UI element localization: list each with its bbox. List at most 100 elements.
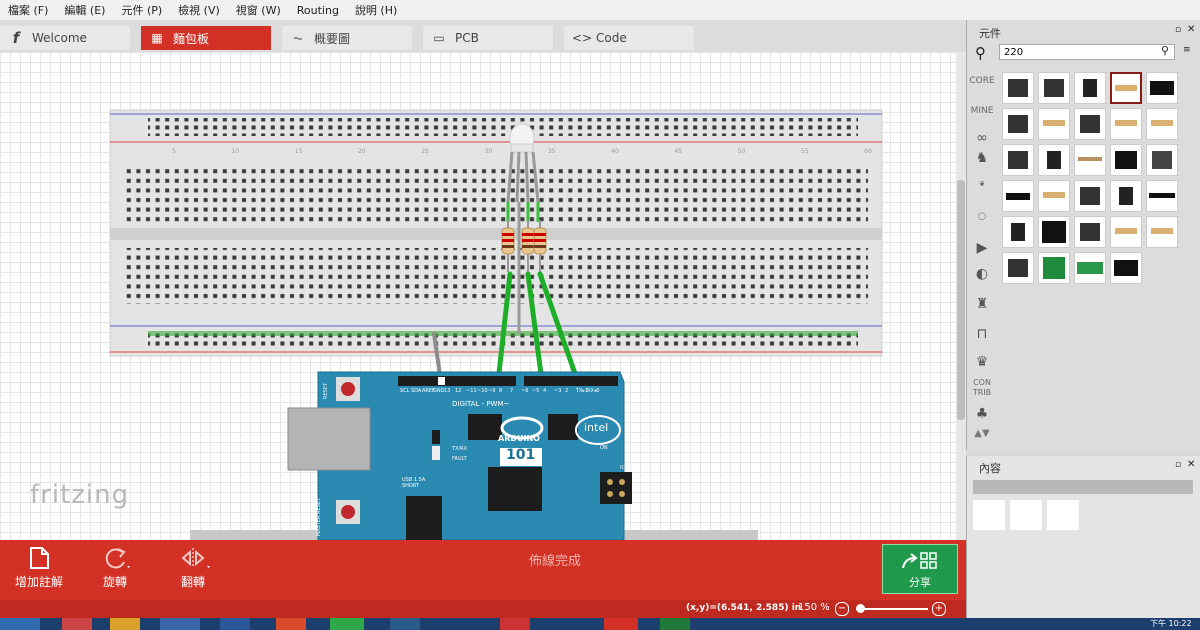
- inspector-close-icon[interactable]: ✕: [1187, 459, 1196, 470]
- part-transistor[interactable]: [1038, 144, 1070, 176]
- part-resistor[interactable]: [1110, 216, 1142, 248]
- add-note-button[interactable]: 增加註解: [4, 540, 74, 600]
- taskbar-fritzing[interactable]: [604, 618, 638, 630]
- part-ic-chip[interactable]: [1002, 180, 1034, 212]
- bin-mine[interactable]: MINE: [970, 106, 994, 116]
- bin-snoot-icon[interactable]: ◐: [975, 266, 989, 282]
- menu-bar: 檔案 (F) 編輯 (E) 元件 (P) 檢視 (V) 視窗 (W) Routi…: [0, 0, 1200, 21]
- part-voltage-regulator[interactable]: [1002, 72, 1034, 104]
- rgb-led[interactable]: [506, 123, 540, 222]
- bin-temp-icon[interactable]: ♣: [975, 406, 989, 422]
- tab-schematic[interactable]: ⏦ 概要圖: [282, 26, 412, 50]
- breadboard-canvas[interactable]: ARDUINO 101 intel DIGITAL - PWM~ RESET I…: [0, 52, 966, 540]
- taskbar-app[interactable]: [220, 618, 250, 630]
- resistor-1[interactable]: [501, 220, 515, 272]
- pin-label: ~3: [554, 388, 562, 394]
- part-resistor[interactable]: [1110, 108, 1142, 140]
- part-header[interactable]: [1146, 180, 1178, 212]
- search-options-icon[interactable]: ≡: [1183, 45, 1191, 55]
- share-button[interactable]: 分享: [882, 544, 958, 594]
- part-green-module[interactable]: [1038, 252, 1070, 284]
- part-transistor[interactable]: [1002, 216, 1034, 248]
- parts-search-input[interactable]: [999, 44, 1175, 60]
- menu-window[interactable]: 視窗 (W): [235, 4, 281, 17]
- part-transistor[interactable]: [1074, 72, 1106, 104]
- search-submit-icon[interactable]: ⚲: [1161, 44, 1170, 57]
- menu-part[interactable]: 元件 (P): [121, 4, 163, 17]
- tab-pcb[interactable]: ▭ PCB: [423, 26, 553, 50]
- taskbar-app[interactable]: [500, 618, 530, 630]
- panel-float-icon[interactable]: ▫: [1175, 25, 1182, 35]
- bin-fab-icon[interactable]: ♛: [975, 354, 989, 370]
- breadboard[interactable]: [109, 109, 883, 357]
- bin-sparkfun-icon[interactable]: ♞: [975, 150, 989, 166]
- bin-pa-icon[interactable]: ⊓: [976, 326, 988, 342]
- part-module[interactable]: [1110, 144, 1142, 176]
- part-dev-board[interactable]: [1110, 252, 1142, 284]
- menu-view[interactable]: 檢視 (V): [178, 4, 220, 17]
- bin-contrib[interactable]: CON TRIB: [972, 378, 992, 397]
- taskbar-app[interactable]: [110, 618, 140, 630]
- taskbar-app[interactable]: [330, 618, 364, 630]
- bin-intel-icon[interactable]: ◯: [978, 212, 986, 220]
- tab-breadboard[interactable]: ▦ 麵包板: [141, 26, 271, 50]
- part-module[interactable]: [1146, 72, 1178, 104]
- zoom-out-icon[interactable]: −: [835, 602, 849, 616]
- pin-labels: SCL SDA AREF GND 13 12 ~11 ~10 ~9 8 7 ~6…: [400, 388, 620, 400]
- part-terminal-block[interactable]: [1074, 252, 1106, 284]
- bin-scroll-arrows-icon[interactable]: ▲▼: [974, 428, 990, 439]
- part-resistor[interactable]: [1146, 108, 1178, 140]
- bin-seeed-icon[interactable]: ❦: [979, 180, 985, 188]
- taskbar-app[interactable]: [660, 618, 690, 630]
- resistor-3[interactable]: [533, 220, 547, 272]
- zoom-slider-track[interactable]: [856, 608, 928, 610]
- part-voltage-regulator[interactable]: [1146, 144, 1178, 176]
- menu-file[interactable]: 檔案 (F): [8, 4, 49, 17]
- breadboard-column-numbers-top: 5 10 15 20 25 30 35 40 45 50 55 60: [172, 148, 872, 158]
- bin-play-icon[interactable]: ▶: [976, 240, 988, 256]
- part-resistor[interactable]: [1038, 108, 1070, 140]
- part-transistor[interactable]: [1110, 180, 1142, 212]
- taskbar-app[interactable]: [160, 618, 200, 630]
- bottom-toolbar: 增加註解 旋轉 翻轉: [0, 540, 966, 600]
- bin-core[interactable]: CORE: [969, 76, 995, 86]
- taskbar-app[interactable]: [62, 618, 92, 630]
- icsp-label: ICSP: [620, 465, 632, 471]
- bin-arduino-icon[interactable]: ∞: [976, 130, 988, 146]
- search-icon[interactable]: ⚲: [975, 44, 986, 62]
- part-voltage-regulator[interactable]: [1002, 252, 1034, 284]
- part-voltage-regulator[interactable]: [1074, 108, 1106, 140]
- menu-routing[interactable]: Routing: [296, 3, 339, 17]
- start-button[interactable]: [0, 618, 40, 630]
- taskbar-app[interactable]: [390, 618, 420, 630]
- wire-pin6[interactable]: [525, 271, 545, 385]
- zoom-slider-handle[interactable]: [856, 604, 865, 613]
- zoom-in-icon[interactable]: +: [932, 602, 946, 616]
- wire-pin3[interactable]: [537, 271, 581, 385]
- part-voltage-regulator[interactable]: [1002, 108, 1034, 140]
- menu-help[interactable]: 說明 (H): [354, 4, 398, 17]
- wire-pin9[interactable]: [495, 271, 513, 385]
- part-atmega-chip[interactable]: [1038, 216, 1070, 248]
- part-voltage-regulator[interactable]: [1074, 216, 1106, 248]
- canvas-scroll-thumb[interactable]: [957, 180, 965, 420]
- arduino-101-board[interactable]: [190, 371, 758, 540]
- panel-close-icon[interactable]: ✕: [1187, 24, 1196, 35]
- tab-welcome[interactable]: f Welcome: [0, 26, 130, 50]
- part-resistor[interactable]: [1146, 216, 1178, 248]
- rotate-button[interactable]: 旋轉: [80, 540, 150, 600]
- part-voltage-regulator[interactable]: [1074, 180, 1106, 212]
- taskbar-app[interactable]: [276, 618, 306, 630]
- bin-lilypad-icon[interactable]: ♜: [975, 296, 989, 312]
- part-resistor[interactable]: [1038, 180, 1070, 212]
- flip-button[interactable]: 翻轉: [158, 540, 228, 600]
- part-voltage-regulator[interactable]: [1038, 72, 1070, 104]
- share-icon: [902, 552, 937, 569]
- menu-edit[interactable]: 編輯 (E): [64, 4, 106, 17]
- inspector-float-icon[interactable]: ▫: [1175, 460, 1182, 470]
- tab-code[interactable]: <> Code: [564, 26, 694, 50]
- part-resistor-selected[interactable]: [1110, 72, 1142, 104]
- zoom-level: 150 %: [798, 602, 830, 613]
- part-resistor[interactable]: [1074, 144, 1106, 176]
- part-voltage-regulator[interactable]: [1002, 144, 1034, 176]
